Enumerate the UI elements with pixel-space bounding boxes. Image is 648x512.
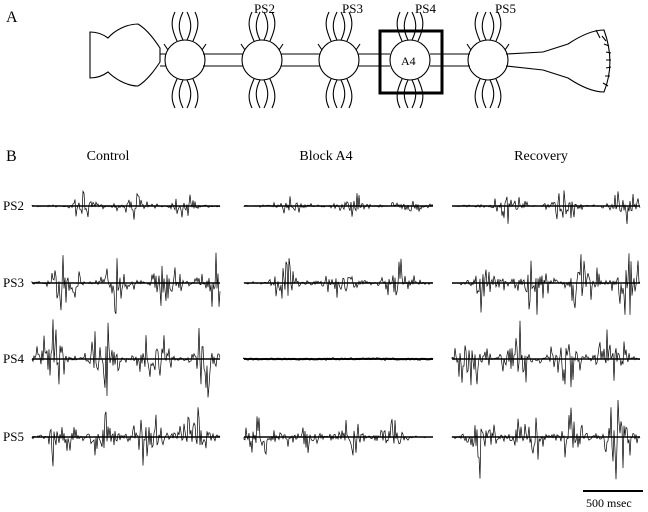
ganglion-label-ps5: PS5 [495,1,516,16]
trace-2-0 [451,190,641,225]
panel-a-label: A [6,9,18,26]
panel-b-label: B [6,148,17,165]
ganglion-label-ps2: PS2 [254,1,275,16]
block-box [378,29,444,95]
row-label-ps2: PS2 [3,198,24,213]
condition-header-recovery: Recovery [514,149,568,164]
scale-bar [583,490,643,492]
trace-1-1 [243,258,434,299]
trace-0-1 [31,252,221,314]
row-label-ps3: PS3 [3,275,24,290]
trace-0-2 [31,319,221,398]
trace-0-3 [31,407,221,467]
row-label-ps4: PS4 [3,351,24,366]
condition-header-block: Block A4 [299,149,353,164]
trace-2-3 [451,399,641,480]
trace-2-2 [451,320,641,388]
row-label-ps5: PS5 [3,429,24,444]
trace-2-1 [451,253,641,315]
blocked-ganglion-label: A4 [401,54,416,68]
ganglion-label-ps3: PS3 [342,1,363,16]
condition-header-control: Control [86,149,130,164]
trace-1-0 [243,193,434,217]
scale-bar-label: 500 msec [586,496,632,510]
ganglion-label-ps4: PS4 [415,1,436,16]
trace-1-3 [243,416,433,456]
